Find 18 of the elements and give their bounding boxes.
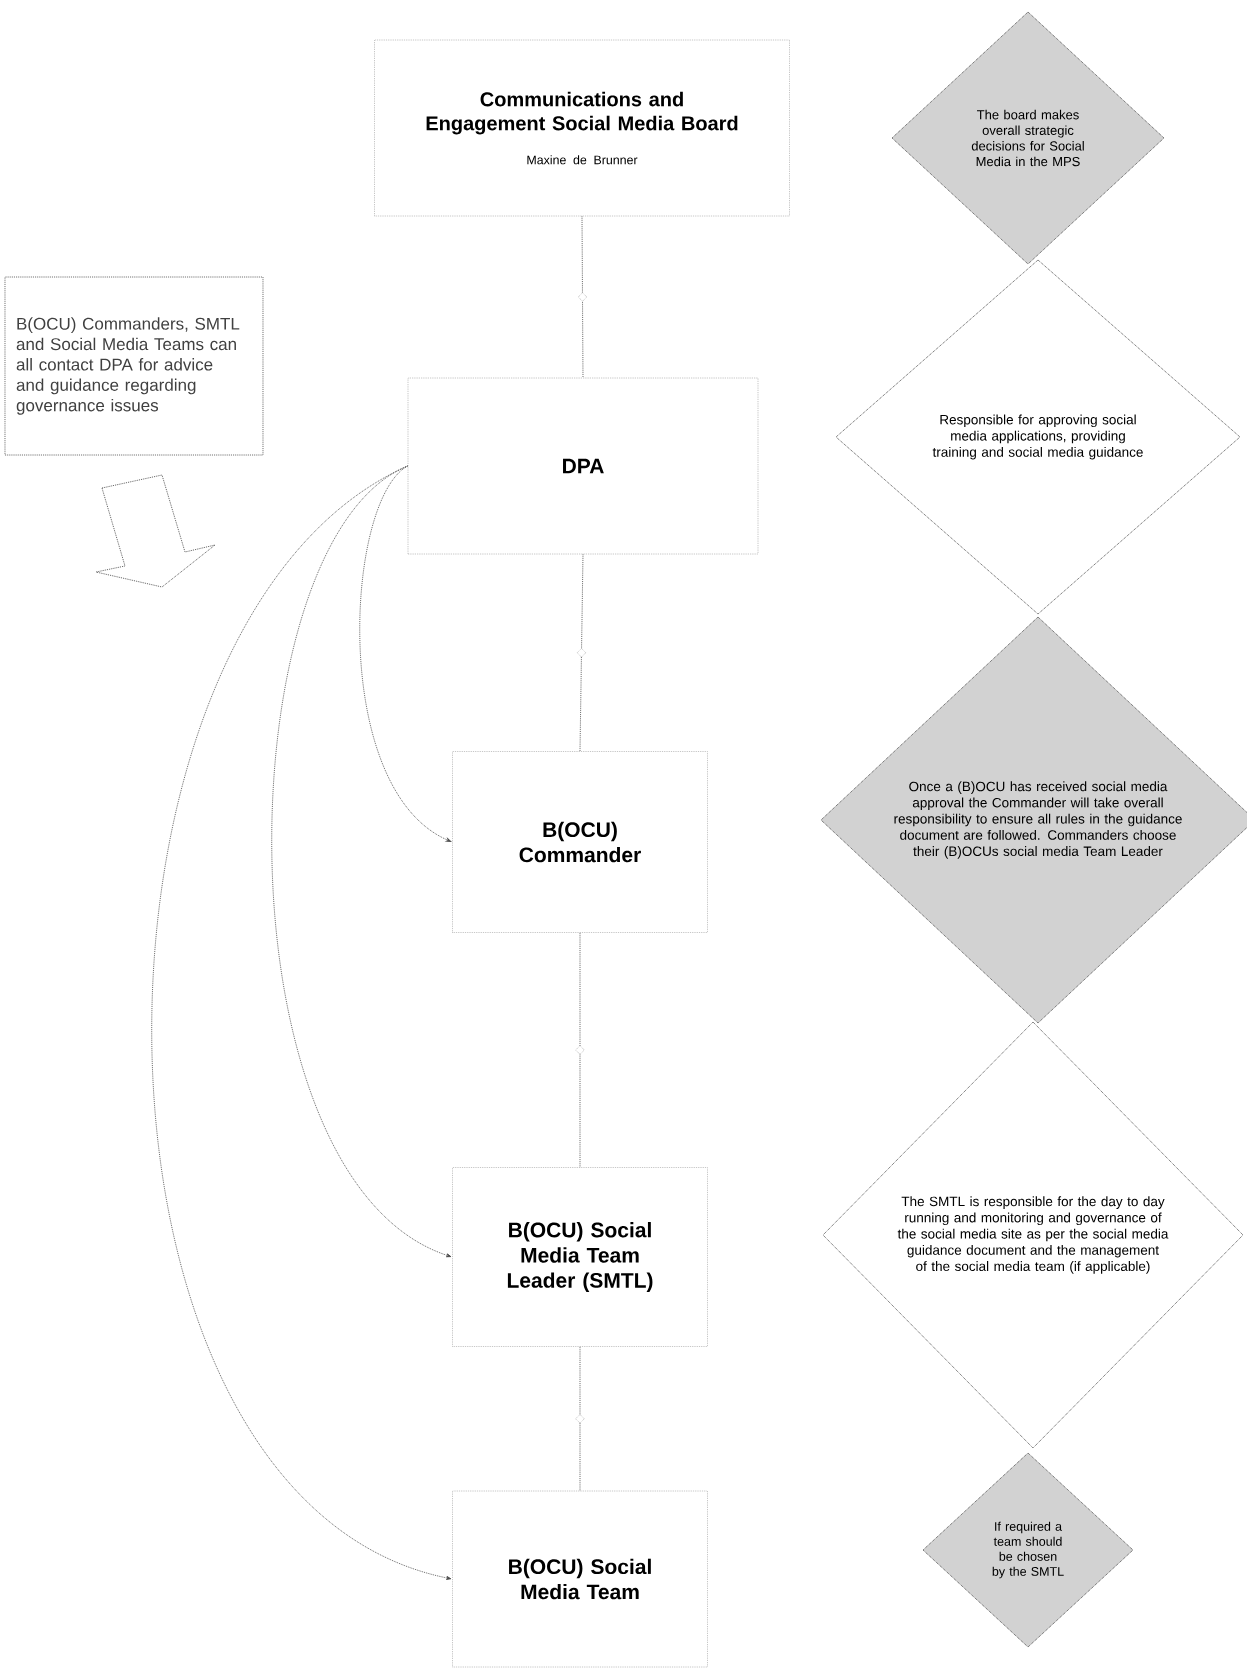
diamond-note: The board makes overall strategic decisions for Social Media in the MPS bbox=[891, 11, 1165, 265]
org-box: B(OCU) Social Media Team Leader (SMTL) bbox=[452, 1167, 708, 1347]
diamond-note: If required a team should be chosen by the SMTL bbox=[922, 1452, 1134, 1648]
org-box: B(OCU) Social Media Team bbox=[452, 1490, 708, 1668]
curved-arrow bbox=[359, 465, 452, 842]
connector-line bbox=[575, 932, 585, 1168]
curved-arrow bbox=[271, 465, 452, 1258]
connector-line bbox=[577, 215, 588, 379]
note-box: B(OCU) Commanders, SMTL and Social Media Teams can all contact DPA for advice and guidance regarding governance issues bbox=[4, 276, 264, 456]
curved-arrow bbox=[151, 465, 452, 1580]
connector-line bbox=[576, 553, 587, 752]
org-box: Communications and Engagement Social Media Board Maxine de Brunner bbox=[374, 39, 790, 217]
diamond-note: Responsible for approving social media applications, providing training and social media guidance bbox=[835, 259, 1241, 615]
org-box: DPA bbox=[407, 377, 759, 555]
diamond-note: Once a (B)OCU has received social media approval the Commander will take overall responsibility to ensure all rules in the guidance document are followed. Commanders choose their (B)OCUs social media Team Leader bbox=[820, 616, 1247, 1024]
connector-line bbox=[575, 1346, 585, 1492]
diamond-note: The SMTL is responsible for the day to day running and monitoring and governance of the social media site as per the social media guidance document and the management of the social media team (if applicable) bbox=[822, 1021, 1244, 1449]
org-box: B(OCU) Commander bbox=[452, 751, 708, 933]
